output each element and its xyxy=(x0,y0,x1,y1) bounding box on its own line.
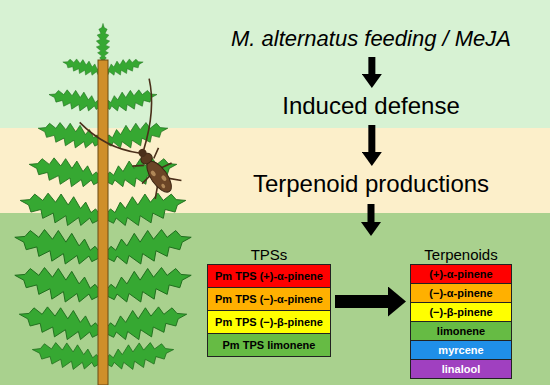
stage-label: Terpenoid productions xyxy=(253,170,491,199)
terpenoid-box: limonene xyxy=(410,321,512,341)
terpenoid-box: (−)-α-pinene xyxy=(410,283,512,303)
pine-tree xyxy=(12,23,195,385)
box-label: linalool xyxy=(442,363,481,375)
box-label: Pm TPS (+)-α-pinene xyxy=(215,270,323,282)
terpenoid-box: linalool xyxy=(410,359,512,379)
group-heading: TPSs xyxy=(207,246,331,264)
terpenoid-box: myrcene xyxy=(410,340,512,360)
stage-text: Terpenoid productions xyxy=(253,170,489,199)
enzyme-group: TPSs Pm TPS (+)-α-pinene Pm TPS (−)-α-pine… xyxy=(207,246,331,357)
stimulus-label: M. alternatus feeding / MeJA xyxy=(231,26,513,53)
enzyme-box: Pm TPS (+)-α-pinene xyxy=(207,264,331,288)
box-label: myrcene xyxy=(438,344,483,356)
flow-arrow xyxy=(368,57,375,74)
enzyme-box: Pm TPS (−)-β-pinene xyxy=(207,310,331,334)
flow-arrow xyxy=(361,204,381,236)
stage-text: M. alternatus feeding / MeJA xyxy=(231,26,511,52)
box-label: (+)-α-pinene xyxy=(429,268,492,280)
stage-label: Induced defense xyxy=(282,92,461,121)
bottom-band xyxy=(0,213,550,385)
box-label: (−)-β-pinene xyxy=(429,306,492,318)
enzyme-box: Pm TPS (−)-α-pinene xyxy=(207,287,331,311)
box-label: Pm TPS limonene xyxy=(223,339,316,351)
enzyme-box: Pm TPS limonene xyxy=(207,333,331,357)
flow-arrow xyxy=(368,125,375,152)
beetle xyxy=(80,75,209,211)
terpenoid-box: (+)-α-pinene xyxy=(410,264,512,284)
box-label: (−)-α-pinene xyxy=(429,287,492,299)
box-label: Pm TPS (−)-α-pinene xyxy=(215,293,323,305)
box-label: Pm TPS (−)-β-pinene xyxy=(215,316,323,328)
top-band xyxy=(0,0,550,128)
box-label: limonene xyxy=(437,325,485,337)
group-heading: Terpenoids xyxy=(410,246,512,264)
terpenoid-box: (−)-β-pinene xyxy=(410,302,512,322)
flow-arrow xyxy=(335,295,388,308)
stage-text: Induced defense xyxy=(282,92,459,121)
product-group: Terpenoids (+)-α-pinene (−)-α-pinene (−)-β-… xyxy=(410,246,512,379)
